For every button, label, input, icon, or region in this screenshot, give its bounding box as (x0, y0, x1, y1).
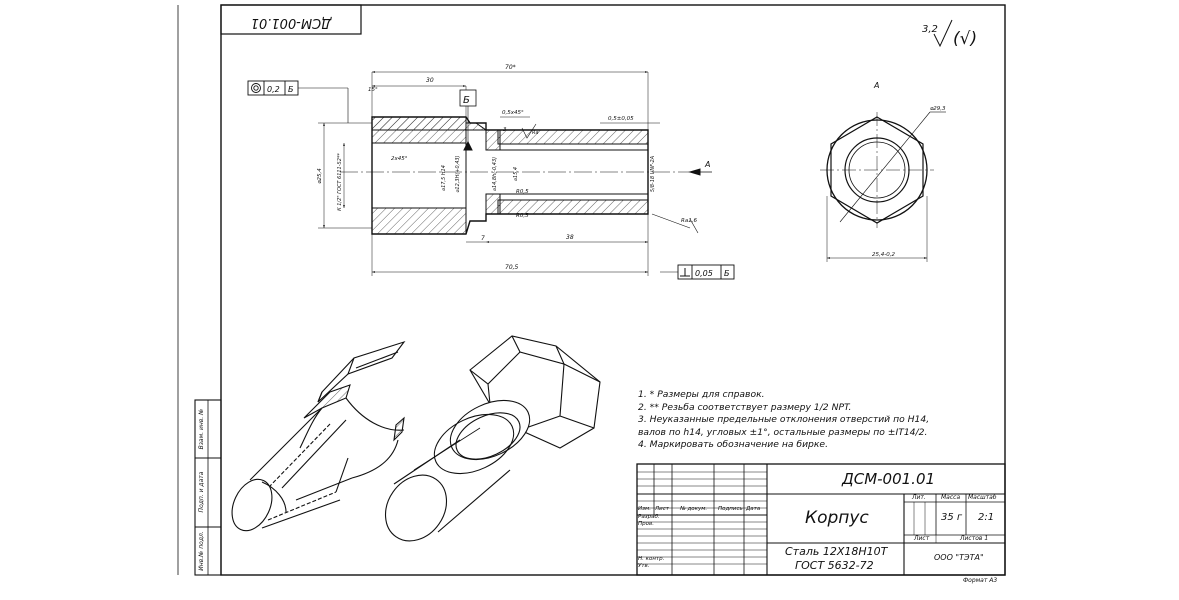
dim-dia29-3: ⌀29,3 (930, 106, 946, 112)
concentricity-value: 0,2 (267, 85, 280, 94)
dim-30: 30 (426, 77, 434, 84)
stamp-sheet: Лист (914, 535, 930, 542)
side-strip (194, 399, 222, 576)
side-label-podp: Подп. и дата (198, 471, 205, 512)
iso-part (384, 335, 601, 542)
dim-dia15-4: ⌀15,4 (513, 167, 519, 181)
dim-15deg: 15° (368, 87, 378, 93)
stamp-hdr-izm: Изм. (638, 506, 651, 512)
stamp-name: Корпус (805, 508, 869, 528)
datum-b-label: Б (463, 95, 470, 106)
view-a-label: А (873, 81, 879, 90)
concentricity-datum: Б (288, 85, 294, 94)
dim-r0-5-b: R0,5 (516, 213, 529, 219)
stamp-mass: 35 г (941, 512, 963, 523)
dim-k12: К 1/2" ГОСТ 6111-52** (337, 153, 343, 211)
dim-3: 3 (503, 127, 507, 133)
note-line-5: 4. Маркировать обозначение на бирке. (638, 439, 828, 451)
side-label-inv: Инв.№ подл. (198, 531, 205, 571)
dim-dia17-5: ⌀17,5 H14 (441, 165, 447, 191)
stamp-nkontr: Н. контр. (638, 556, 665, 562)
side-strip-labels: Взам. инв. № Подп. и дата Инв.№ подл. (198, 409, 205, 571)
format-label: Формат А3 (963, 577, 998, 584)
dim-0-5x45: 0,5х45° (502, 110, 524, 116)
perpendicularity-datum: Б (724, 269, 730, 278)
stamp-designation: ДСМ-001.01 (842, 470, 936, 488)
iso-cutaway (231, 340, 406, 532)
perpendicularity-value: 0,05 (695, 269, 713, 278)
stamp-col-lit: Лит. (912, 494, 926, 501)
rotated-code-box: ДСМ-001.01 (220, 4, 362, 35)
title-block (636, 463, 1006, 576)
dim-hex: 25,4-0,2 (872, 252, 895, 258)
stamp-razrab: Разраб. (638, 514, 660, 520)
dim-ra-small: Ra (532, 130, 539, 136)
stamp-hdr-doc: № докум. (680, 506, 708, 512)
stamp-sheets: Листов 1 (960, 535, 989, 542)
dim-dia12-3: ⌀12,3H(+0,43) (455, 155, 461, 192)
dim-70: 70* (505, 64, 516, 71)
section-view (298, 71, 712, 276)
stamp-hdr-list: Лист (655, 506, 669, 512)
technical-notes: 1. * Размеры для справок. 2. ** Резьба с… (638, 389, 1018, 452)
note-line-2: 2. ** Резьба соответствует размеру 1/2 N… (638, 401, 852, 413)
dim-7: 7 (481, 235, 485, 242)
dim-0-5pm: 0,5±0,05 (608, 116, 634, 122)
stamp-prov: Пров. (638, 521, 654, 527)
note-line-4: валов по h14, угловых ±1°, остальные раз… (638, 426, 928, 438)
stamp-col-mass: Масса (941, 494, 961, 501)
note-line-3: 3. Неуказанные предельные отклонения отв… (638, 414, 930, 426)
dim-dia25-4: ⌀25,4 (317, 168, 323, 184)
dim-ra1-6: Ra1,6 (681, 218, 697, 224)
dim-r0-5-a: R0,5 (516, 189, 529, 195)
dim-2x45: 2х45° (391, 156, 408, 162)
side-label-vzam: Взам. инв. № (198, 409, 205, 450)
dim-unf: 5/8-18 UNF-2A (650, 155, 656, 192)
roughness-value: 3,2 (922, 24, 938, 35)
stamp-hdr-date: Дата (746, 506, 761, 512)
roughness-general: (√) (953, 29, 977, 49)
roughness-symbol: 3,2 (√) (922, 19, 977, 49)
stamp-scale: 2:1 (978, 512, 995, 523)
section-dimensions: 30 70* 70,5 38 7 15° 0,5х45° 0,5±0,05 3 … (317, 64, 710, 271)
stamp-material-2: ГОСТ 5632-72 (795, 559, 874, 572)
concentricity-frame: 0,2 Б (247, 80, 299, 96)
stamp-col-scale: Масштаб (968, 494, 997, 501)
sheet-frame (177, 4, 1006, 576)
stamp-utv: Утв. (638, 563, 650, 569)
dim-38: 38 (566, 234, 574, 241)
stamp-company: ООО "ТЭТА" (934, 553, 984, 562)
stamp-hdr-sign: Подпись (718, 506, 743, 512)
dim-70-5: 70,5 (505, 264, 519, 271)
dim-dia14-8: ⌀14,8h(-0,43) (492, 157, 498, 191)
arrow-a-label: А (704, 160, 710, 169)
end-view (820, 111, 946, 262)
end-view-labels: А ⌀29,3 25,4-0,2 (872, 81, 946, 258)
perpendicularity-frame: 0,05 Б (677, 264, 735, 280)
note-line-1: 1. * Размеры для справок. (638, 389, 765, 400)
rotated-doc-code: ДСМ-001.01 (251, 15, 333, 30)
stamp-material-1: Сталь 12Х18Н10Т (785, 545, 888, 558)
